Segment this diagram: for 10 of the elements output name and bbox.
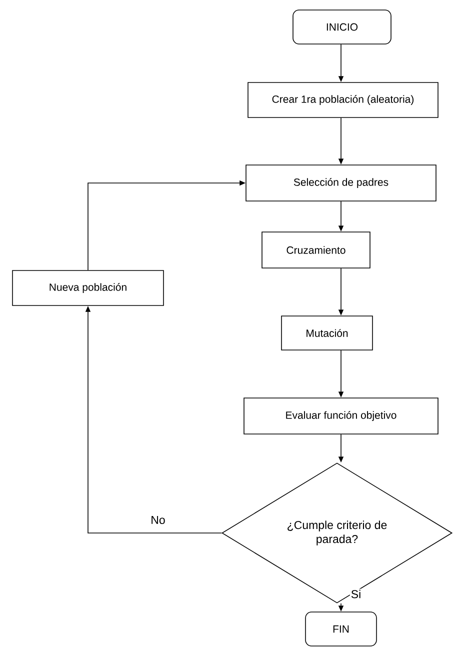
process-box: Evaluar función objetivo <box>244 398 438 434</box>
process-box: Cruzamiento <box>262 232 370 268</box>
edge-label: No <box>150 515 166 526</box>
process-box: Mutación <box>281 316 373 350</box>
process-box: Crear 1ra población (aleatoria) <box>248 82 438 118</box>
process-box: Selección de padres <box>246 164 436 202</box>
terminal-box: INICIO <box>292 10 392 44</box>
edge-label: Si <box>350 588 362 600</box>
terminal-box: FIN <box>305 612 377 646</box>
process-box: Nueva población <box>12 270 164 306</box>
